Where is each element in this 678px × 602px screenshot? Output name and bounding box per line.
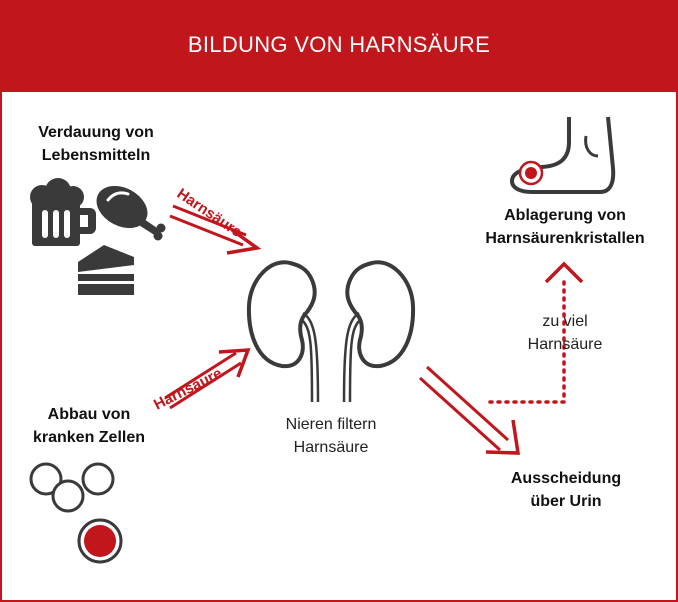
excess-dotted-arrow <box>488 261 584 404</box>
kidneys-icon <box>246 260 416 403</box>
deposit-label: Ablagerung von Harnsäurenkristallen <box>470 204 660 250</box>
deposit-line1: Ablagerung von <box>504 207 626 224</box>
beer-icon <box>30 178 96 246</box>
diseased-cell-icon <box>77 518 123 564</box>
deposit-line2: Harnsäurenkristallen <box>485 230 645 247</box>
excretion-label: Ausscheidung über Urin <box>486 467 646 513</box>
excess-line2: Harnsäure <box>527 336 603 353</box>
excretion-arrow <box>418 365 521 455</box>
kidneys-line2: Harnsäure <box>293 439 369 456</box>
header-banner: BILDUNG VON HARNSÄURE <box>0 0 678 92</box>
excretion-line1: Ausscheidung <box>510 470 622 487</box>
food-source-label: Verdauung von Lebensmitteln <box>16 121 176 167</box>
food-source-line2: Lebensmitteln <box>41 147 151 164</box>
cells-source-label: Abbau von kranken Zellen <box>14 403 164 449</box>
kidneys-line1: Nieren filtern <box>285 416 377 433</box>
cells-source-line1: Abbau von <box>47 406 131 423</box>
chicken-leg-icon <box>96 185 166 241</box>
excess-line1: zu viel <box>542 313 588 330</box>
excess-label: zu viel Harnsäure <box>510 310 620 356</box>
page-title: BILDUNG VON HARNSÄURE <box>187 32 491 57</box>
kidneys-label: Nieren filtern Harnsäure <box>261 413 401 459</box>
food-source-line1: Verdauung von <box>38 124 154 141</box>
excretion-line2: über Urin <box>530 493 602 510</box>
cake-slice-icon <box>78 245 134 295</box>
cells-to-kidney-arrow: Harnsäure <box>151 348 251 414</box>
food-to-kidney-arrow: Harnsäure <box>169 185 262 255</box>
cells-source-line2: kranken Zellen <box>32 429 146 446</box>
foot-gout-icon <box>510 116 616 194</box>
healthy-cells-icon <box>29 462 115 513</box>
